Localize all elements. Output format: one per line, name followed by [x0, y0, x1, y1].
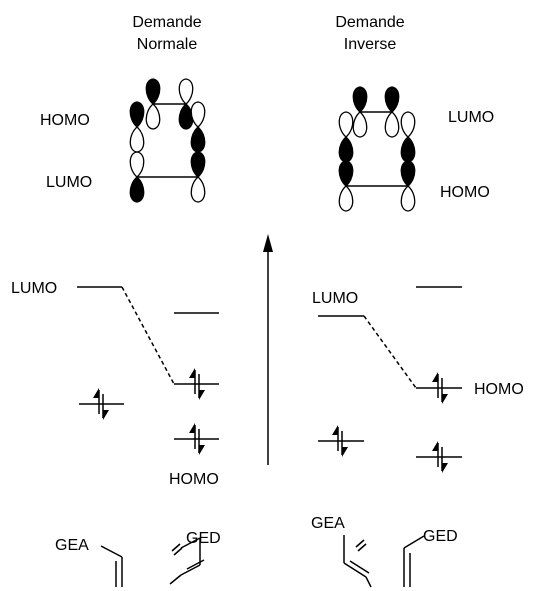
left-lumo-label: LUMO [11, 280, 57, 297]
header-normal-line2: Normale [137, 36, 198, 53]
orbital-lobe [178, 78, 194, 105]
orbital-lobe [352, 111, 368, 138]
left-interaction-line [121, 286, 175, 385]
header-inverse-line2: Inverse [344, 36, 397, 53]
left-homo-label: HOMO [169, 471, 219, 488]
right-homo-label: HOMO [474, 381, 524, 398]
orbital-lobe [178, 103, 194, 130]
orbital-lobe [400, 136, 416, 163]
orbital-lobe [190, 151, 206, 178]
right-interaction-line [363, 315, 417, 389]
orbital-lobe [190, 176, 206, 203]
orbital-lobe [384, 111, 400, 138]
right-ged-label: GED [423, 528, 458, 545]
right-energy-levels [318, 286, 462, 474]
inverse-homo-label: HOMO [440, 184, 490, 201]
orbital-lobe [338, 111, 354, 138]
orbital-lobe [190, 126, 206, 153]
orbital-lobe [400, 160, 416, 187]
orbital-lobe [338, 160, 354, 187]
orbital-lobe [400, 111, 416, 138]
left-gea-label: GEA [55, 537, 89, 554]
right-dienophile-structure [403, 535, 425, 587]
right-diene-structure [343, 535, 372, 588]
orbital-lobe [145, 103, 161, 130]
orbital-lobe [338, 136, 354, 163]
orbital-lobe [190, 101, 206, 128]
normal-homo-label: HOMO [40, 112, 90, 129]
orbital-lobe [129, 176, 145, 203]
left-diene-structure [169, 537, 205, 585]
left-ged-label: GED [186, 530, 221, 547]
right-gea-label: GEA [311, 515, 345, 532]
orbital-lobe [352, 86, 368, 113]
inverse-lumo-label: LUMO [448, 109, 494, 126]
inverse-orbital-picture [338, 86, 416, 212]
normal-orbital-picture [129, 78, 206, 203]
right-lumo-label: LUMO [312, 290, 358, 307]
orbital-lobe [129, 126, 145, 153]
normal-lumo-label: LUMO [46, 174, 92, 191]
header-normal-line1: Demande [132, 14, 201, 31]
header-inverse-line1: Demande [335, 14, 404, 31]
orbital-lobe [338, 185, 354, 212]
orbital-lobe [145, 78, 161, 105]
orbital-lobe [129, 101, 145, 128]
orbital-lobe [400, 185, 416, 212]
orbital-lobe [129, 151, 145, 178]
left-dienophile-structure [100, 545, 123, 587]
left-energy-levels [77, 286, 219, 456]
energy-axis-arrow [263, 234, 273, 465]
orbital-lobe [384, 86, 400, 113]
